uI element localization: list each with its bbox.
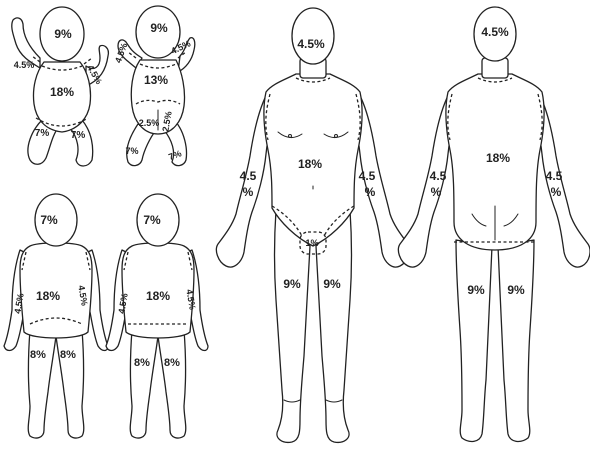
child-front-leg-right-label: 8% bbox=[60, 349, 76, 361]
child-front-leg-left-label: 8% bbox=[30, 349, 46, 361]
child-front-head-label: 7% bbox=[40, 213, 58, 227]
child-back-leg-right-label: 8% bbox=[164, 357, 180, 369]
child-back-leg-right bbox=[158, 330, 186, 438]
adult-front-arm-right-number: 4.5 bbox=[359, 169, 376, 183]
adult-front-arm-left-percent: % bbox=[243, 185, 254, 199]
adult-front-leg-left-label: 9% bbox=[283, 277, 301, 291]
child-back-leg-left-label: 8% bbox=[134, 357, 150, 369]
adult-front-trunk-label: 18% bbox=[298, 157, 322, 171]
child-back-head-label: 7% bbox=[143, 213, 161, 227]
adult-front-genital-label: 1% bbox=[305, 238, 318, 248]
adult-back-arm-left-number: 4.5 bbox=[430, 169, 447, 183]
infant-front-head-label: 9% bbox=[54, 27, 72, 41]
child-front-leg-left bbox=[28, 330, 56, 438]
infant-front-trunk-label: 18% bbox=[50, 85, 74, 99]
infant-back-leg-left-label: 7% bbox=[125, 146, 138, 156]
adult-back-arm-right-number: 4.5 bbox=[546, 169, 563, 183]
infant-front-leg-left-label: 7% bbox=[35, 128, 50, 139]
adult-back-leg-right-label: 9% bbox=[507, 283, 525, 297]
child-back-figure bbox=[106, 194, 208, 438]
adult-front-leg-right-label: 9% bbox=[323, 277, 341, 291]
infant-back-trunk-label: 13% bbox=[144, 73, 168, 87]
adult-back-arm-right-percent: % bbox=[551, 185, 562, 199]
adult-back-arm-left-percent: % bbox=[431, 185, 442, 199]
infant-front-arm-left-label: 4.5% bbox=[14, 60, 35, 70]
adult-back-figure bbox=[398, 7, 590, 441]
child-back-trunk-label: 18% bbox=[146, 289, 170, 303]
adult-front-leg-right bbox=[316, 210, 352, 442]
child-front-figure bbox=[4, 194, 108, 438]
adult-front-figure bbox=[216, 8, 409, 442]
adult-back-trunk-label: 18% bbox=[486, 151, 510, 165]
child-front-leg-right bbox=[56, 330, 84, 438]
child-back-leg-left bbox=[130, 330, 158, 438]
adult-back-leg-right bbox=[498, 240, 534, 441]
adult-front-arm-left-number: 4.5 bbox=[240, 169, 257, 183]
adult-back-head-label: 4.5% bbox=[481, 25, 509, 39]
infant-back-buttock-left-label: 2.5% bbox=[139, 118, 160, 128]
adult-front-arm-right-percent: % bbox=[365, 185, 376, 199]
child-front-trunk-label: 18% bbox=[36, 289, 60, 303]
adult-back-leg-left bbox=[456, 240, 492, 441]
infant-back-head-label: 9% bbox=[150, 21, 168, 35]
infant-front-leg-right-label: 7% bbox=[71, 130, 86, 141]
adult-back-leg-left-label: 9% bbox=[467, 283, 485, 297]
adult-front-head-label: 4.5% bbox=[297, 37, 325, 51]
adult-front-head bbox=[292, 8, 334, 64]
